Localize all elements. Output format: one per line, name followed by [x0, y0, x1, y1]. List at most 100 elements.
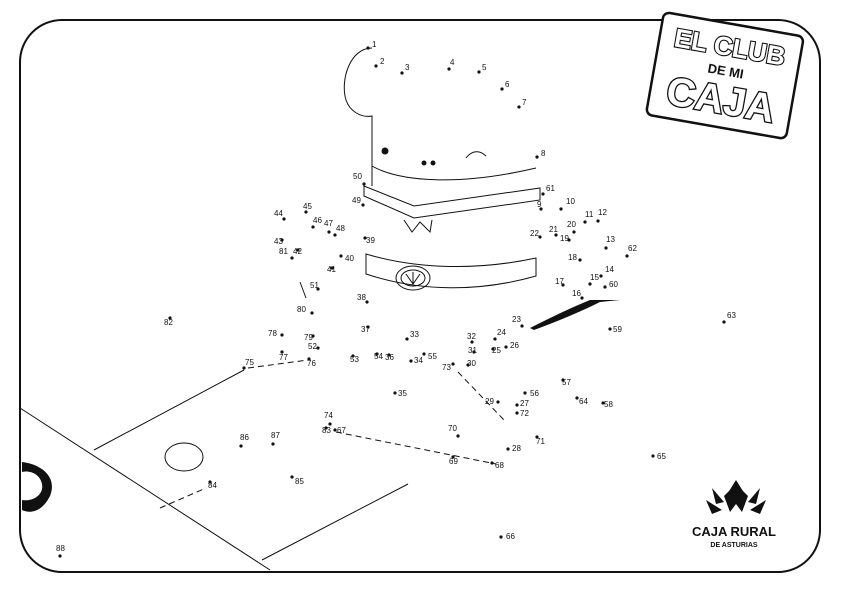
- dot-1: [366, 46, 370, 50]
- dot-number-50: 50: [353, 172, 362, 181]
- dot-11: [583, 220, 587, 224]
- dot-number-71: 71: [536, 437, 545, 446]
- dot-40: [339, 254, 343, 258]
- dot-48: [333, 233, 337, 237]
- dot-52: [316, 346, 320, 350]
- dot-number-2: 2: [380, 57, 385, 66]
- dot-number-81: 81: [279, 247, 288, 256]
- figure-outline: [19, 47, 620, 571]
- dot-number-88: 88: [56, 544, 65, 553]
- dot-56: [523, 391, 527, 395]
- dot-73: [451, 362, 455, 366]
- dot-number-18: 18: [568, 253, 577, 262]
- dot-number-86: 86: [240, 433, 249, 442]
- dot-16: [580, 296, 584, 300]
- dot-85: [290, 475, 294, 479]
- dot-number-76: 76: [307, 359, 316, 368]
- dot-number-16: 16: [572, 289, 581, 298]
- dot-number-10: 10: [566, 197, 575, 206]
- dot-number-37: 37: [361, 325, 370, 334]
- dot-number-7: 7: [522, 98, 527, 107]
- dot-number-21: 21: [549, 225, 558, 234]
- dot-number-72: 72: [520, 409, 529, 418]
- dot-number-85: 85: [295, 477, 304, 486]
- dot-13: [604, 246, 608, 250]
- dot-number-67: 67: [337, 426, 346, 435]
- dot-number-56: 56: [530, 389, 539, 398]
- dot-78: [280, 333, 284, 337]
- dot-50: [362, 182, 366, 186]
- dot-4: [447, 67, 451, 71]
- dot-number-1: 1: [372, 40, 377, 49]
- caja-rural-logo: CAJA RURAL DE ASTURIAS: [692, 480, 776, 549]
- dot-number-69: 69: [449, 457, 458, 466]
- dot-number-51: 51: [310, 281, 319, 290]
- dot-88: [58, 554, 62, 558]
- dot-29: [496, 400, 500, 404]
- dot-number-35: 35: [398, 389, 407, 398]
- dot-8: [535, 155, 539, 159]
- dot-34: [409, 359, 413, 363]
- dot-number-43: 43: [274, 237, 283, 246]
- dot-30: [466, 363, 470, 367]
- dot-61: [541, 192, 545, 196]
- dot-77: [280, 350, 284, 354]
- dot-38: [365, 300, 369, 304]
- dot-63: [722, 320, 726, 324]
- dot-number-57: 57: [562, 378, 571, 387]
- brand-sub: DE ASTURIAS: [710, 542, 758, 549]
- dot-17: [561, 283, 565, 287]
- dot-86: [239, 444, 243, 448]
- dot-19: [567, 238, 571, 242]
- dot-number-32: 32: [467, 332, 476, 341]
- dot-number-29: 29: [485, 397, 494, 406]
- dot-number-84: 84: [208, 481, 217, 490]
- dot-7: [517, 105, 521, 109]
- dot-79: [311, 334, 315, 338]
- dot-number-19: 19: [560, 234, 569, 243]
- dot-number-54: 54: [374, 352, 383, 361]
- dot-84: [208, 480, 212, 484]
- dot-39: [363, 236, 367, 240]
- dot-53: [351, 354, 355, 358]
- dot-number-12: 12: [598, 208, 607, 217]
- dot-number-15: 15: [590, 273, 599, 282]
- dot-number-41: 41: [327, 265, 336, 274]
- dot-number-3: 3: [405, 63, 410, 72]
- dot-62: [625, 254, 629, 258]
- dot-number-17: 17: [555, 277, 564, 286]
- brand-name: CAJA RURAL: [692, 524, 776, 539]
- dot-54: [375, 352, 379, 356]
- dot-number-6: 6: [505, 80, 510, 89]
- dot-number-83: 83: [322, 426, 331, 435]
- dot-number-48: 48: [336, 224, 345, 233]
- dot-number-28: 28: [512, 444, 521, 453]
- dot-18: [578, 258, 582, 262]
- dot-number-33: 33: [410, 330, 419, 339]
- dot-10: [559, 207, 563, 211]
- dot-14: [599, 274, 603, 278]
- dot-58: [601, 401, 605, 405]
- dot-68: [490, 461, 494, 465]
- dot-number-80: 80: [297, 305, 306, 314]
- dot-number-26: 26: [510, 341, 519, 350]
- dot-number-49: 49: [352, 196, 361, 205]
- dot-71: [535, 435, 539, 439]
- dot-57: [561, 378, 565, 382]
- dot-76: [307, 357, 311, 361]
- dot-87: [271, 442, 275, 446]
- dot-69: [451, 455, 455, 459]
- dot-number-8: 8: [541, 149, 546, 158]
- dot-number-44: 44: [274, 209, 283, 218]
- dot-70: [456, 434, 460, 438]
- dot-26: [504, 345, 508, 349]
- dot-number-62: 62: [628, 244, 637, 253]
- page-frame: [19, 19, 821, 573]
- dot-number-40: 40: [345, 254, 354, 263]
- dot-41: [330, 266, 334, 270]
- dot-12: [596, 219, 600, 223]
- dot-number-42: 42: [293, 247, 302, 256]
- dot-32: [470, 340, 474, 344]
- dot-36: [387, 353, 391, 357]
